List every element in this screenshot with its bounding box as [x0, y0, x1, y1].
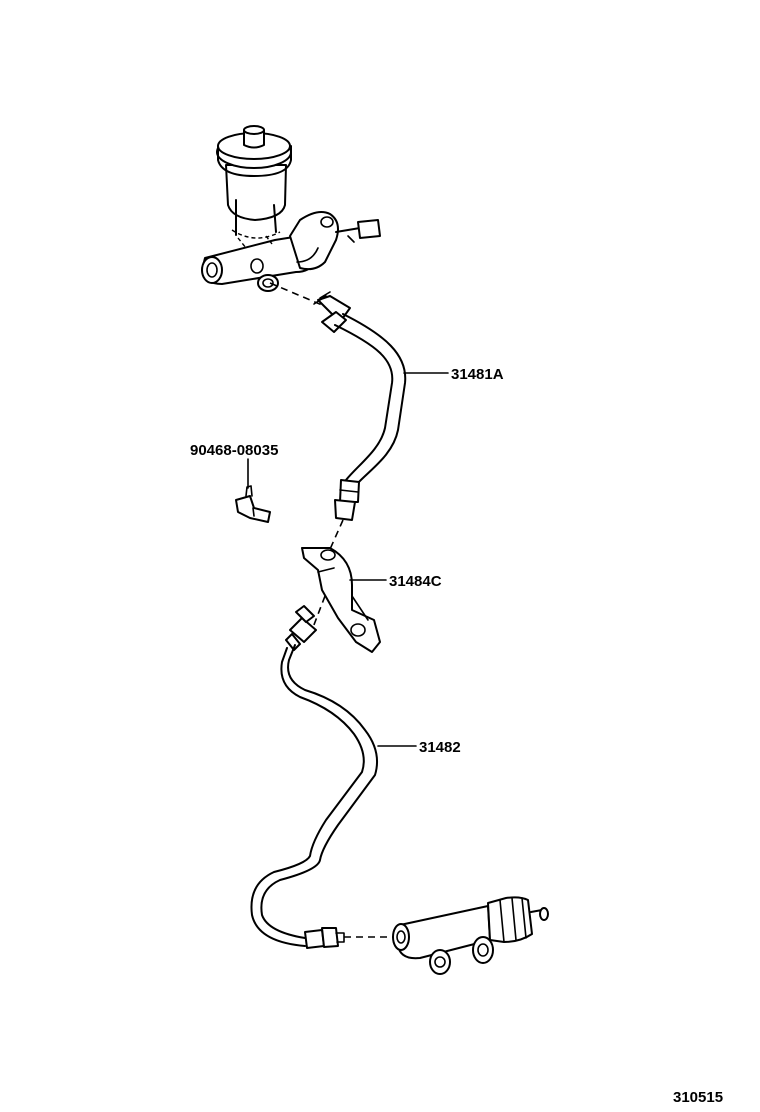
- hose-clip: [235, 485, 271, 523]
- master-to-hose-line: [269, 282, 323, 306]
- bracket-to-tube-line: [311, 595, 326, 631]
- clutch-flexible-hose: [313, 291, 407, 521]
- diagram-id: 310515: [673, 1089, 723, 1106]
- clutch-master-cylinder: [201, 125, 381, 292]
- clutch-release-tube: [250, 605, 378, 949]
- part-label-31482: 31482: [419, 739, 461, 756]
- clutch-release-cylinder: [392, 896, 549, 975]
- part-label-31481A: 31481A: [451, 366, 504, 383]
- hose-to-bracket-line: [326, 519, 344, 557]
- part-label-90468-08035: 90468-08035: [190, 442, 278, 459]
- part-label-31484C: 31484C: [389, 573, 442, 590]
- hose-bracket: [301, 547, 381, 653]
